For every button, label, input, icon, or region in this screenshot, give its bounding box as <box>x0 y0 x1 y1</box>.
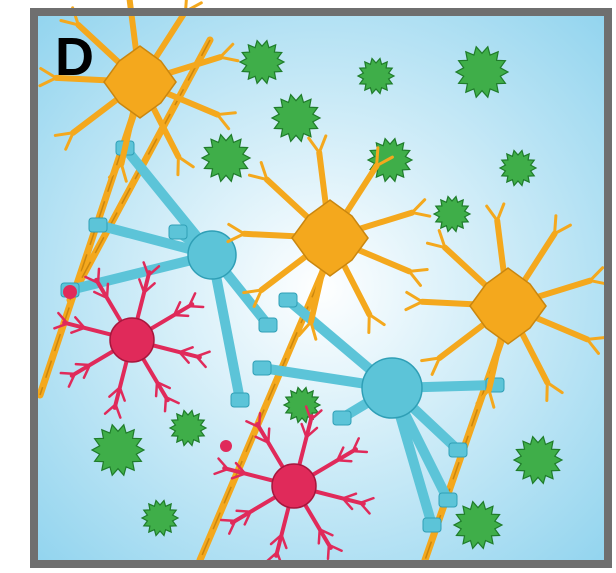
microglia-fragment <box>220 440 232 452</box>
astrocyte-endfoot <box>449 443 467 457</box>
microglia-twig <box>61 373 75 374</box>
astrocyte-soma <box>362 358 422 418</box>
microglia-twig <box>98 269 99 283</box>
microglia-fragment <box>63 285 77 299</box>
microglia-twig <box>174 315 188 316</box>
astrocyte-endfoot <box>253 361 271 375</box>
panel-label: D <box>55 30 94 84</box>
dendrite-branch <box>377 148 378 166</box>
microglia-twig <box>319 529 320 543</box>
astrocyte-soma <box>188 231 236 279</box>
astrocyte-endfoot <box>423 518 441 532</box>
microglia-twig <box>337 460 351 461</box>
dendrite-branch <box>587 338 605 340</box>
microglia-twig <box>221 520 235 521</box>
dendrite-branch <box>409 270 427 272</box>
astrocyte-endfoot <box>279 293 297 307</box>
astrocyte-endfoot <box>169 225 187 239</box>
astrocyte-endfoot <box>89 218 107 232</box>
dendrite-branch <box>555 216 556 234</box>
astrocyte-endfoot <box>259 318 277 332</box>
microglia-twig <box>76 364 90 365</box>
astrocyte-endfoot <box>333 411 351 425</box>
microglia-soma <box>110 318 154 362</box>
microglia-twig <box>237 511 251 512</box>
microglia-twig <box>165 397 166 411</box>
microglia-twig <box>107 284 108 298</box>
microglia-twig <box>259 413 260 427</box>
dendrite-branch <box>217 113 235 115</box>
microglia-twig <box>353 451 367 452</box>
microglia-twig <box>328 545 329 559</box>
astrocyte-endfoot <box>439 493 457 507</box>
microglia-twig <box>156 382 157 396</box>
microglia-twig <box>268 429 269 443</box>
microglia-soma <box>272 464 316 508</box>
astrocyte-endfoot <box>231 393 249 407</box>
microglia-twig <box>189 306 203 307</box>
